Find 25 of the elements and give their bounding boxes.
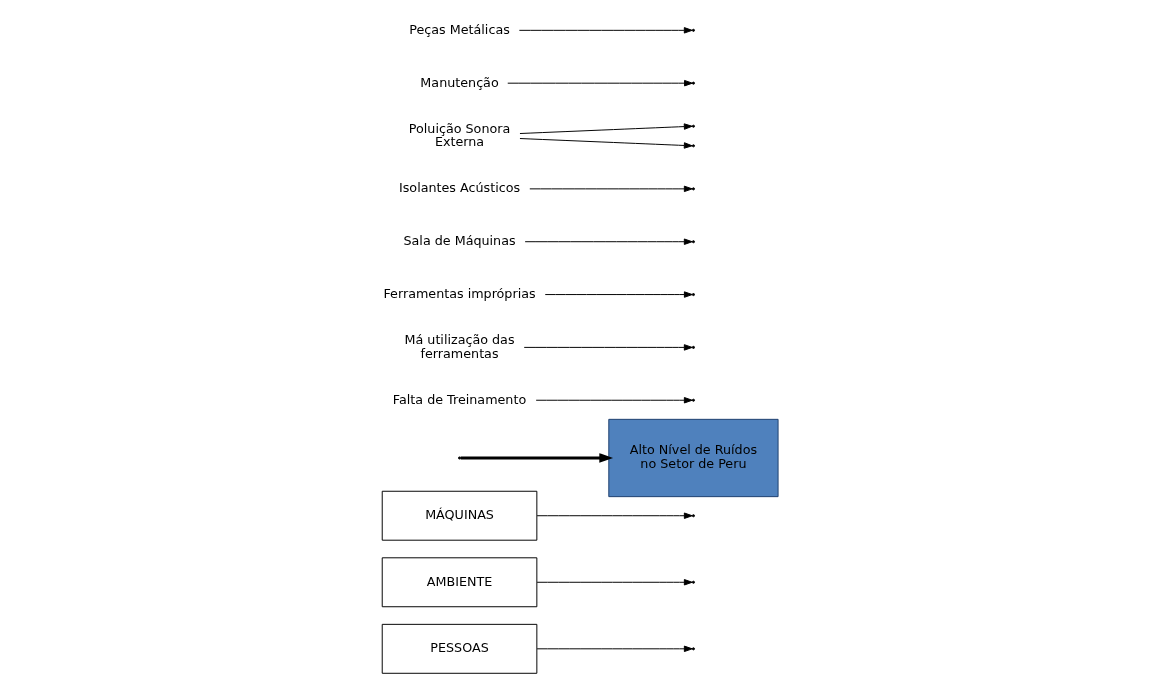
node-text: Isolantes Acústicos [398,180,520,196]
node-text: Peças Metálicas [408,21,510,37]
arrow [460,453,613,463]
arrow [528,185,693,193]
node-text: Má utilização das ferramentas [404,331,515,361]
node-text: Sala de Máquinas [402,233,516,249]
arrow [536,645,693,653]
node-text: Manutenção [419,74,499,90]
arrow [518,123,693,134]
arrow [523,344,693,351]
node-text: Falta de Treinamento [392,391,526,407]
node-box: AMBIENTE [381,557,537,608]
arrow [536,512,693,519]
node-text: Poluição Sonora Externa [408,120,510,150]
arrow [518,27,693,34]
arrow [524,238,693,245]
arrow [506,79,693,87]
arrow [518,138,693,149]
arrow [536,579,693,586]
node-box: Alto Nível de Ruídos no Setor de Peru [607,418,779,498]
node-text: Ferramentas impróprias [382,285,536,301]
node-box: PESSOAS [381,623,537,674]
node-box: MÁQUINAS [381,490,537,541]
arrow [535,397,693,404]
arrow [544,291,693,298]
